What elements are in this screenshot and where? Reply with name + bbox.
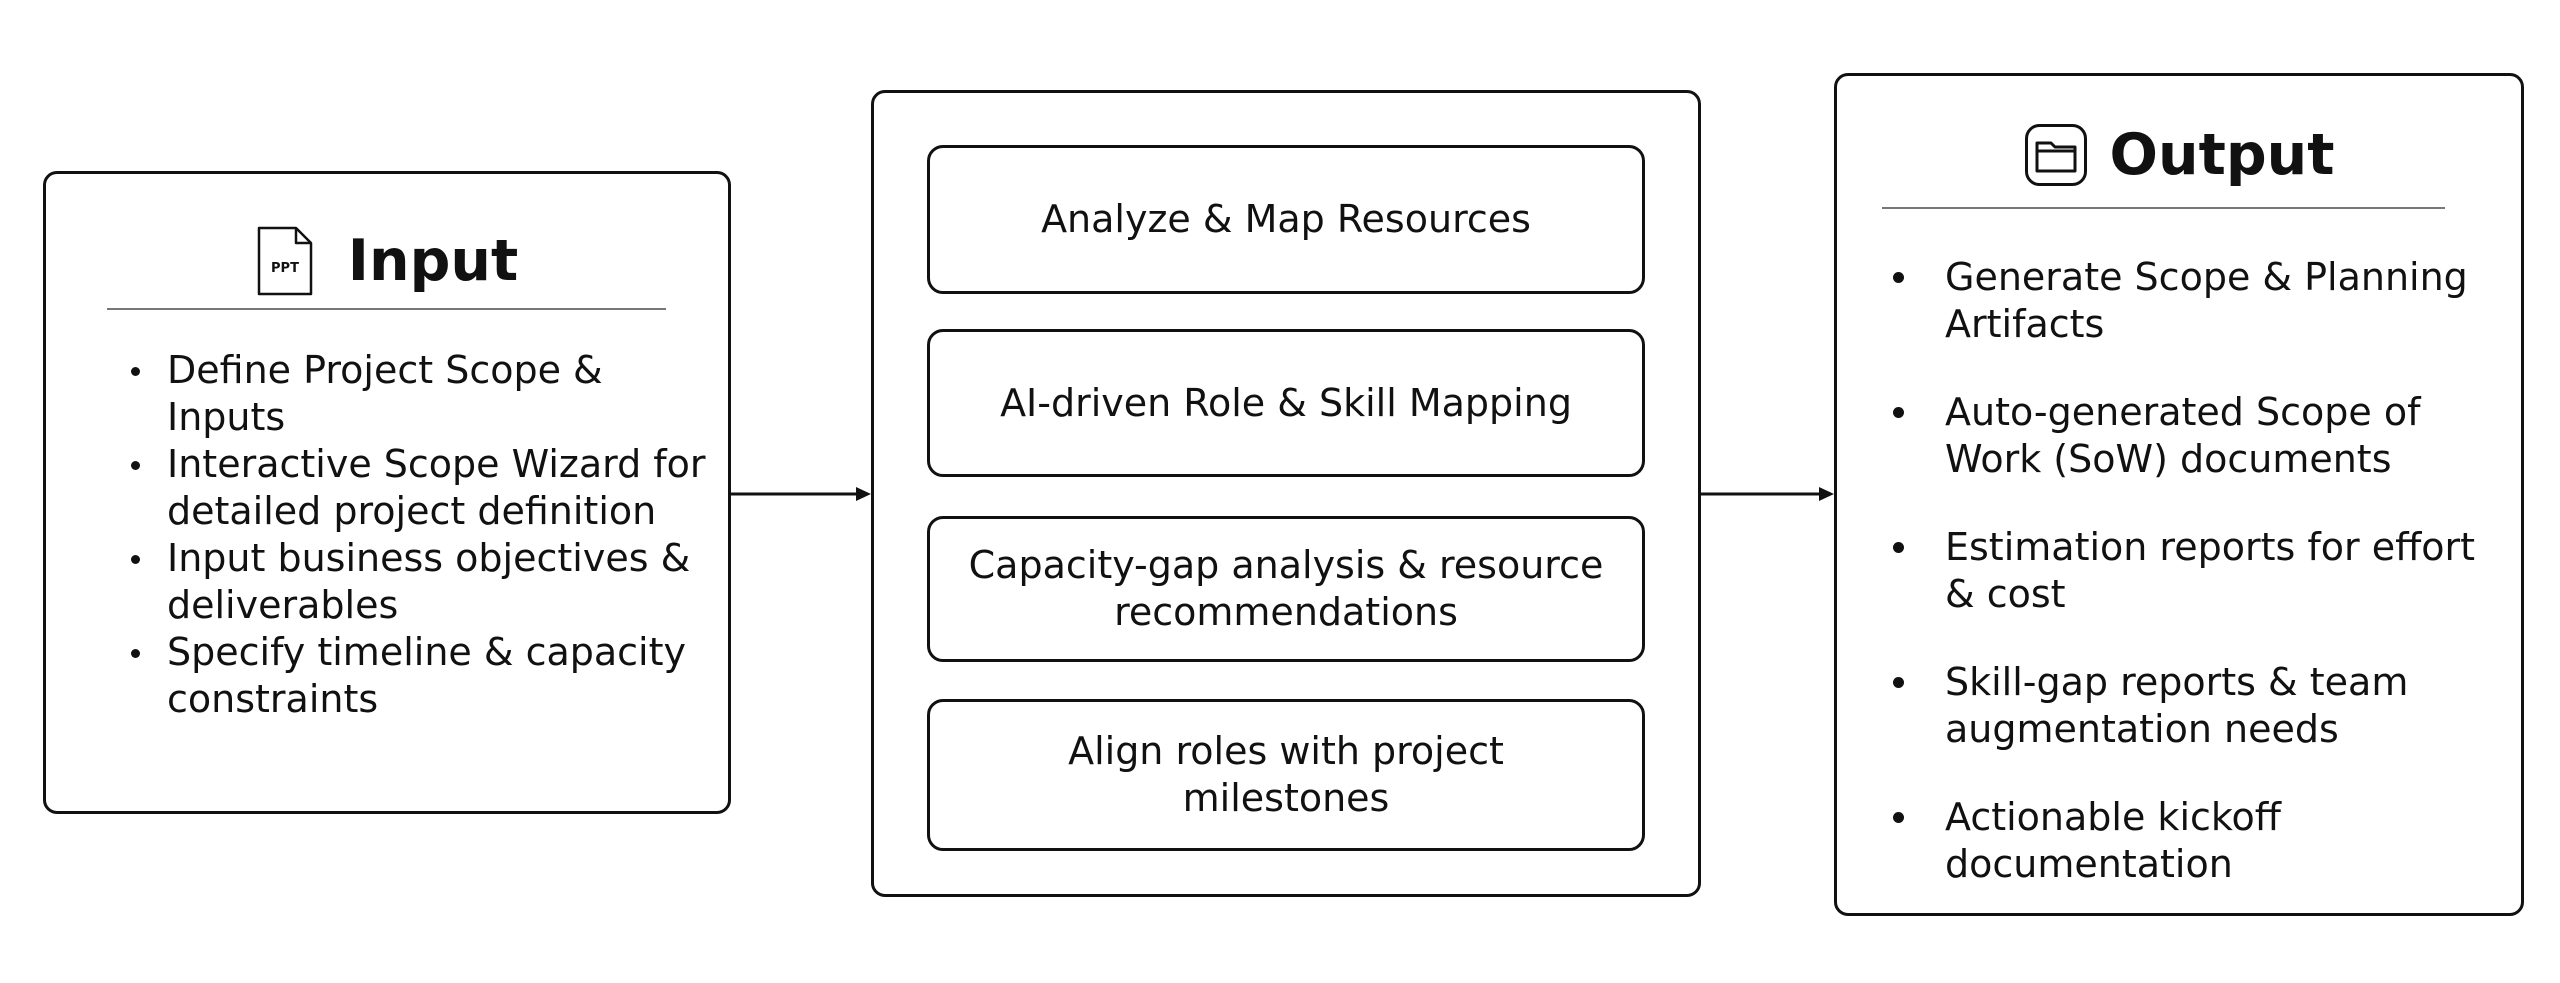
process-step-analyze: Analyze & Map Resources <box>927 145 1645 294</box>
list-item: Estimation reports for effort & cost <box>1893 524 2485 618</box>
process-panel: Analyze & Map Resources AI-driven Role &… <box>871 90 1701 897</box>
list-item: Skill-gap reports & team augmentation ne… <box>1893 659 2485 753</box>
arrow-input-to-process <box>731 487 871 501</box>
folder-icon <box>2024 124 2087 186</box>
list-item: Input business objectives & deliverables <box>131 535 712 629</box>
process-step-capacity-gap: Capacity-gap analysis & resource recomme… <box>927 516 1645 662</box>
list-item: Auto-generated Scope of Work (SoW) docum… <box>1893 389 2485 483</box>
process-step-role-mapping: AI-driven Role & Skill Mapping <box>927 329 1645 477</box>
list-item: Define Project Scope & Inputs <box>131 347 712 441</box>
arrow-process-to-output <box>1701 487 1834 501</box>
list-item: Specify timeline & capacity constraints <box>131 629 712 723</box>
output-header: Output <box>1837 121 2521 189</box>
ppt-icon-label: PPT <box>271 261 299 276</box>
output-title: Output <box>2109 121 2335 188</box>
input-header: PPT Input <box>46 222 728 300</box>
output-panel: Output Generate Scope & Planning Artifac… <box>1834 73 2524 916</box>
output-list: Generate Scope & Planning Artifacts Auto… <box>1893 254 2485 929</box>
input-title: Input <box>347 227 519 294</box>
input-panel: PPT Input Define Project Scope & Inputs … <box>43 171 731 814</box>
ppt-file-icon: PPT <box>257 226 313 296</box>
output-divider <box>1882 207 2445 209</box>
list-item: Interactive Scope Wizard for detailed pr… <box>131 441 712 535</box>
input-list: Define Project Scope & Inputs Interactiv… <box>131 347 712 723</box>
list-item: Generate Scope & Planning Artifacts <box>1893 254 2485 348</box>
input-divider <box>107 308 666 310</box>
list-item: Actionable kickoff documentation <box>1893 794 2485 888</box>
process-step-align-roles: Align roles with project milestones <box>927 699 1645 851</box>
